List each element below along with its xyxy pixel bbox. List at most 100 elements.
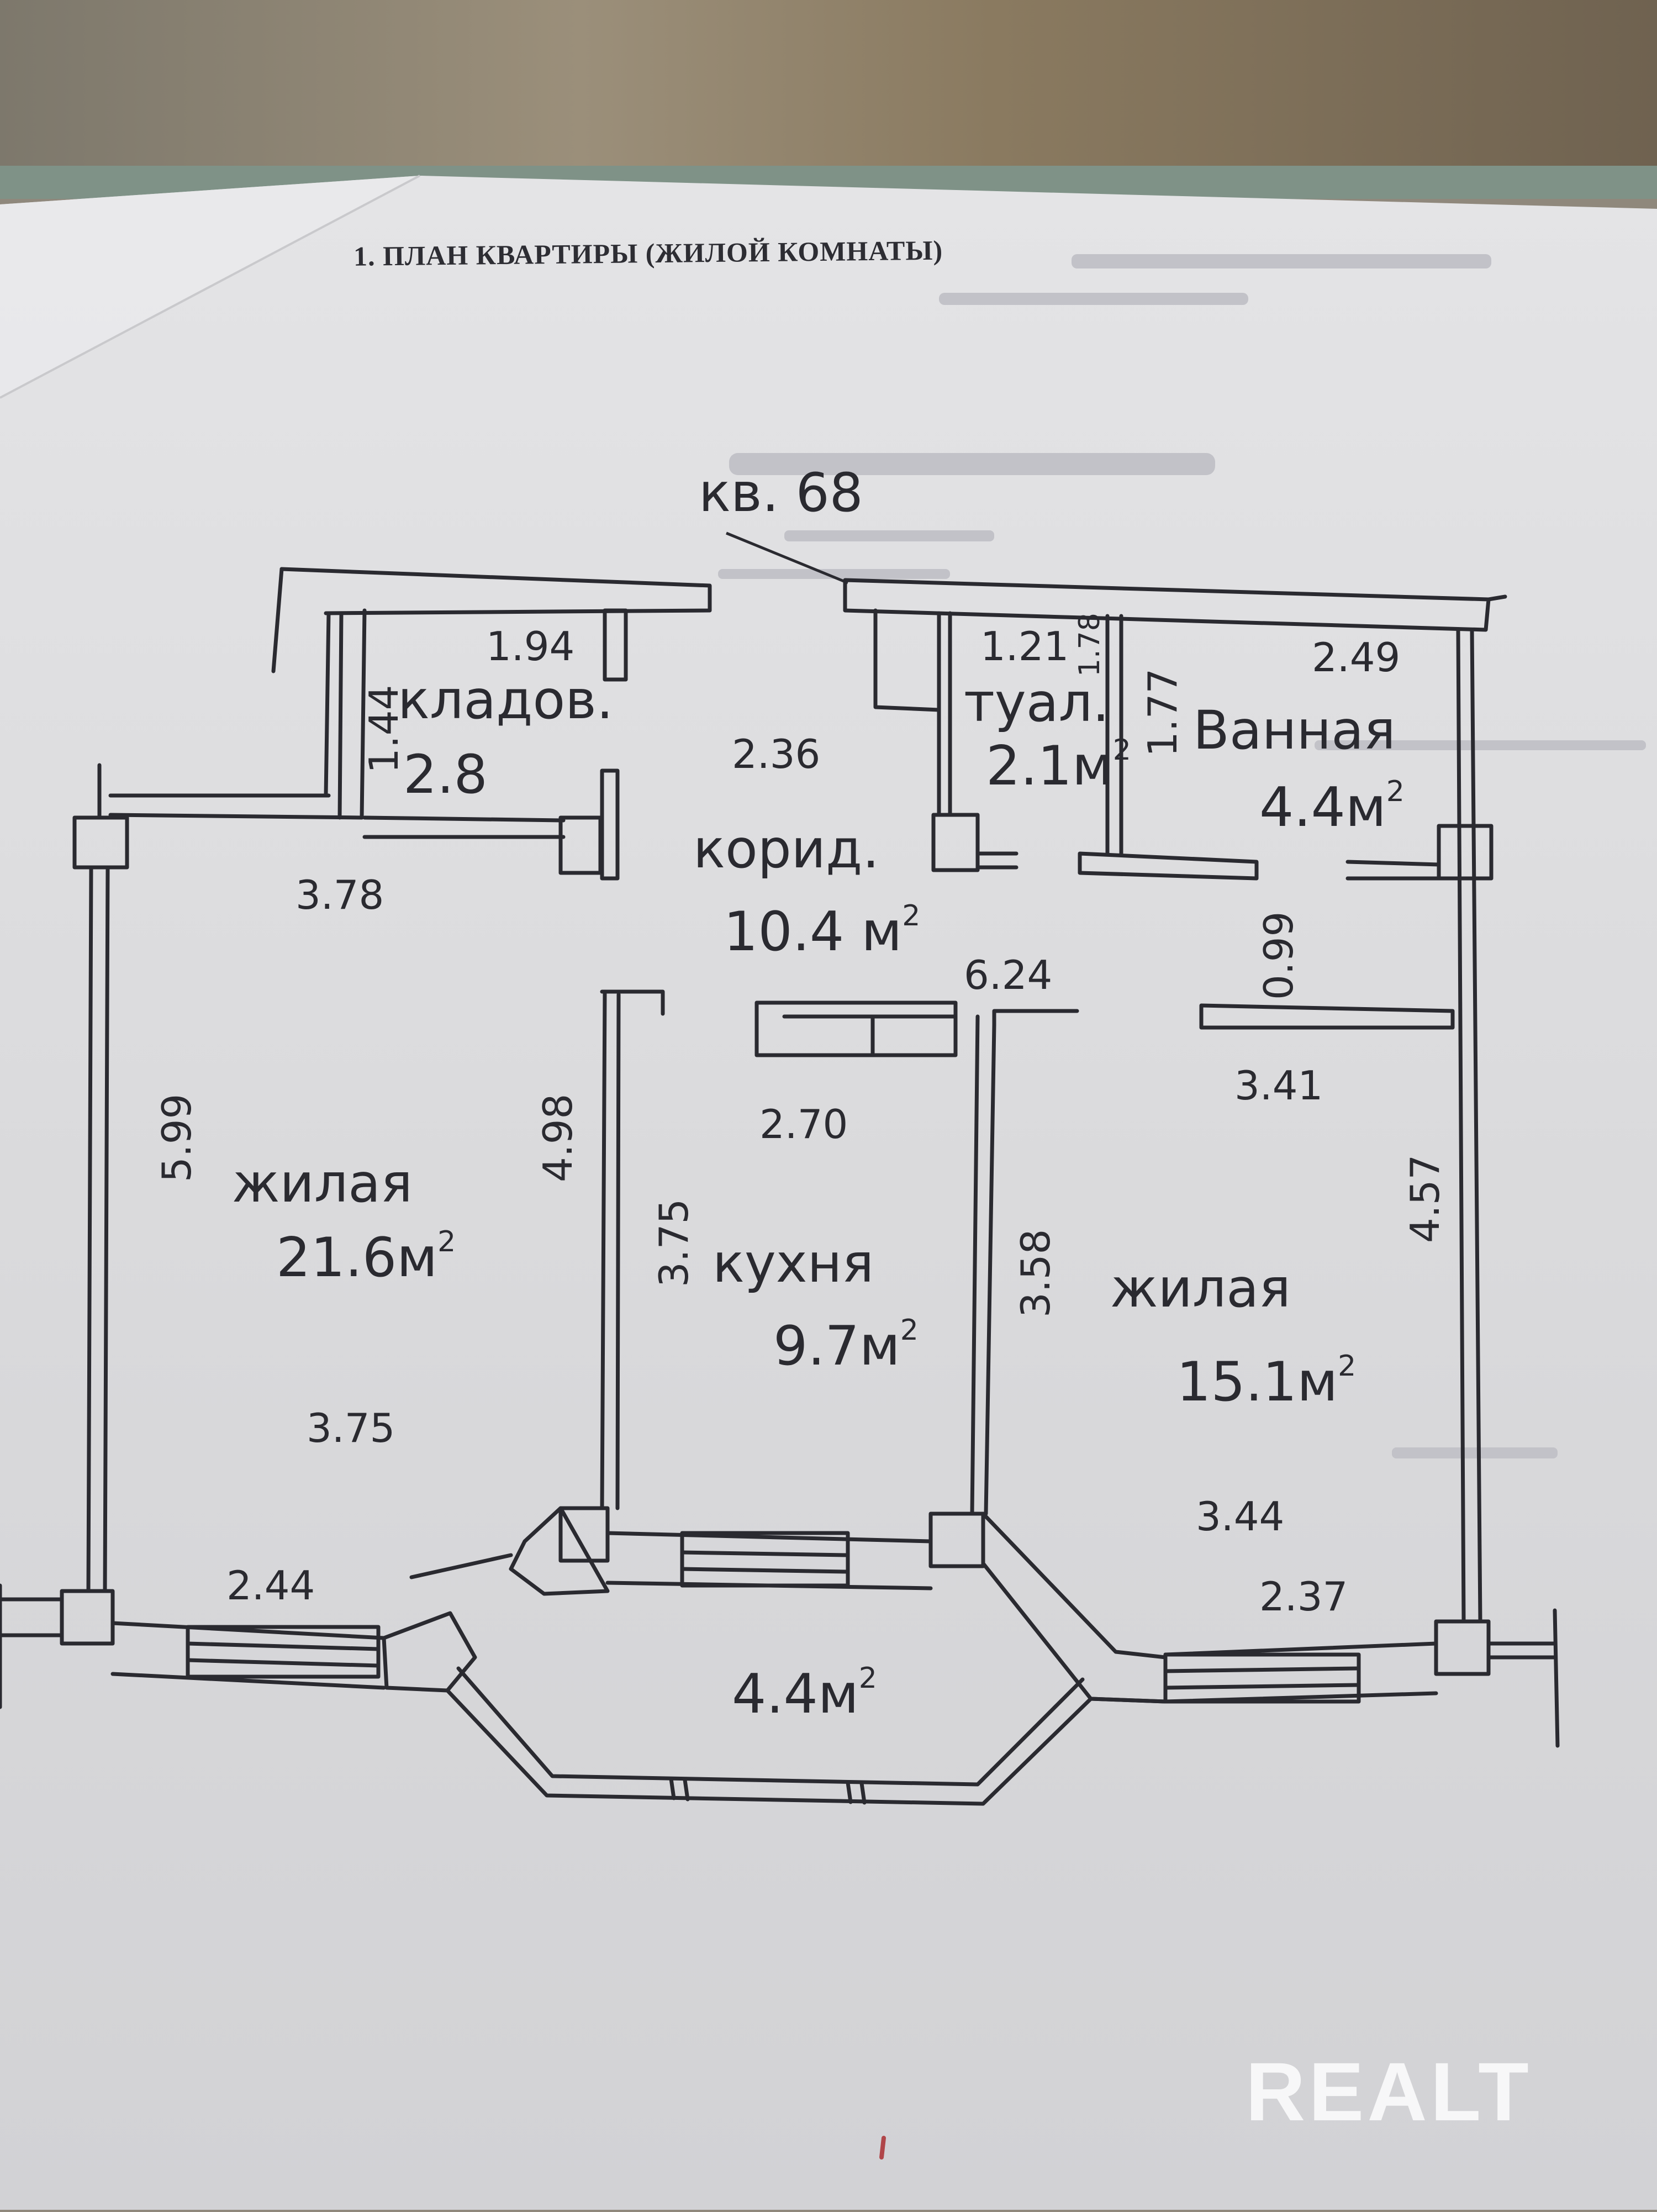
bathroom-area-value: 4.4 xyxy=(1259,776,1345,839)
dim-hall-width: 0.99 xyxy=(1255,912,1302,1000)
loggia-area-value: 4.4 xyxy=(732,1663,818,1726)
wall-top-right xyxy=(843,578,1491,632)
wall-kitchen-left-a xyxy=(600,989,607,1510)
dim-corridor-width: 2.36 xyxy=(732,731,820,777)
column-kitchen-right xyxy=(928,1511,985,1568)
storage-area: 2.8 xyxy=(403,744,488,805)
wall-diagonal-right-outer xyxy=(981,1511,1168,1660)
bathroom-area-sup: 2 xyxy=(1386,775,1405,808)
window-bottom-left xyxy=(186,1625,381,1679)
wall-storage-left-b xyxy=(337,611,344,820)
partition-counter xyxy=(754,1000,958,1057)
kitchen-area-unit: м xyxy=(859,1315,900,1378)
realt-watermark: REALT xyxy=(1246,2045,1532,2138)
kitchen-left-pier xyxy=(509,1506,610,1596)
apartment-label: кв. 68 xyxy=(699,462,863,524)
dim-loggia-left: 2.44 xyxy=(226,1562,315,1609)
living-left-name: жилая xyxy=(232,1152,413,1214)
wall-left-outer-a xyxy=(86,865,93,1593)
living-right-area-unit: м xyxy=(1297,1351,1338,1414)
dim-kitchen-width: 2.70 xyxy=(759,1101,848,1147)
kitchen-area: 9.7м2 xyxy=(773,1314,919,1378)
wall-kitchen-left-b xyxy=(615,992,621,1510)
toilet-area-value: 2.1 xyxy=(986,735,1072,798)
dim-living-left-bottom: 3.75 xyxy=(307,1405,395,1451)
living-left-area-sup: 2 xyxy=(437,1225,456,1258)
toilet-area-unit: м xyxy=(1072,735,1113,798)
paper-fold-line xyxy=(0,175,420,399)
pointer-line xyxy=(409,1553,513,1579)
living-right-area: 15.1м2 xyxy=(1176,1350,1356,1414)
bay-outline-inner xyxy=(456,1666,1085,1787)
dim-bath-width: 2.49 xyxy=(1312,634,1400,681)
corridor-name: корид. xyxy=(693,818,879,880)
wall-storage-bottom-b xyxy=(108,813,364,820)
bathroom-area: 4.4м2 xyxy=(1259,775,1405,839)
loggia-area-sup: 2 xyxy=(859,1662,877,1695)
wall-kitchen-left-top xyxy=(600,989,665,1016)
wall-storage-bottom-c xyxy=(362,815,566,823)
walls xyxy=(0,567,1560,1806)
toilet-area: 2.1м2 xyxy=(986,734,1131,798)
wall-diagonal-right-inner xyxy=(981,1561,1093,1701)
wall-right-outer-a xyxy=(1456,628,1466,1624)
dim-kitchen-depth-left: 3.75 xyxy=(651,1199,697,1287)
dim-living-right-bottom: 3.44 xyxy=(1196,1493,1284,1540)
column-top-right xyxy=(1437,824,1494,881)
corridor-area: 10.4 м2 xyxy=(724,899,920,963)
dim-corridor-length: 6.24 xyxy=(964,952,1052,998)
background-wall xyxy=(0,0,1657,188)
dim-storage-width: 1.94 xyxy=(486,623,574,670)
kitchen-area-sup: 2 xyxy=(900,1314,919,1347)
labels: кв. 68 1.94 кладов. 2.8 1.44 2.36 корид.… xyxy=(154,462,1448,1726)
wall-kitchen-right-b xyxy=(984,1023,996,1516)
wall-storage-top xyxy=(279,567,712,615)
wall-kitchen-right-a xyxy=(970,1014,980,1516)
dim-toilet-depth: 1.78 xyxy=(1073,613,1106,677)
loggia-area: 4.4м2 xyxy=(732,1662,877,1726)
apartment-pointer xyxy=(726,531,848,584)
wall-storage-top-tick xyxy=(271,567,284,673)
dim-kitchen-left-wall: 4.98 xyxy=(535,1094,581,1182)
wall-kitchen-right-top xyxy=(992,1009,1079,1027)
dim-storage-depth: 1.44 xyxy=(361,685,407,773)
window-kitchen xyxy=(680,1531,850,1588)
dim-toilet-width: 1.21 xyxy=(980,623,1069,670)
bathroom-name: Ванная xyxy=(1193,699,1396,761)
wall-storage-left-a xyxy=(324,611,331,798)
kitchen-area-value: 9.7 xyxy=(773,1315,859,1378)
loggia-area-unit: м xyxy=(818,1663,859,1726)
storage-name: кладов. xyxy=(398,669,613,731)
dim-loggia-right: 2.37 xyxy=(1259,1573,1348,1620)
show-through-marks xyxy=(718,254,1646,1458)
bathroom-area-unit: м xyxy=(1345,776,1386,839)
wall-storage-stub xyxy=(603,608,628,682)
corridor-area-unit: м xyxy=(861,900,902,963)
living-left-area: 21.6м2 xyxy=(276,1225,456,1289)
living-left-area-unit: м xyxy=(397,1226,437,1289)
wall-bottom-left-e xyxy=(110,1672,386,1690)
window-right xyxy=(1163,1652,1361,1704)
dim-bath-depth: 1.77 xyxy=(1139,668,1186,757)
wall-right-room-top xyxy=(1199,1003,1455,1030)
toilet-name: туал. xyxy=(964,672,1109,734)
toilet-area-sup: 2 xyxy=(1113,734,1131,767)
dim-living-left-height: 5.99 xyxy=(154,1094,200,1182)
dim-living-right-height: 4.57 xyxy=(1402,1155,1448,1243)
corridor-area-value: 10.4 xyxy=(724,900,844,963)
living-left-area-value: 21.6 xyxy=(276,1226,397,1289)
column-bottom-left xyxy=(60,1589,115,1646)
wall-toilet-stub xyxy=(873,608,941,712)
column-toilet xyxy=(931,813,980,872)
dim-kitchen-depth-right: 3.58 xyxy=(1012,1229,1059,1318)
wall-storage-left-c xyxy=(360,608,367,820)
living-right-area-value: 15.1 xyxy=(1176,1351,1297,1414)
corridor-area-sup: 2 xyxy=(902,899,920,933)
dim-living-right-top: 3.41 xyxy=(1234,1062,1323,1109)
column-storage xyxy=(558,815,603,875)
wall-bottom-left-d xyxy=(110,1621,386,1640)
wall-right-outer-b xyxy=(1470,628,1482,1624)
dim-living-left-top: 3.78 xyxy=(295,872,384,918)
